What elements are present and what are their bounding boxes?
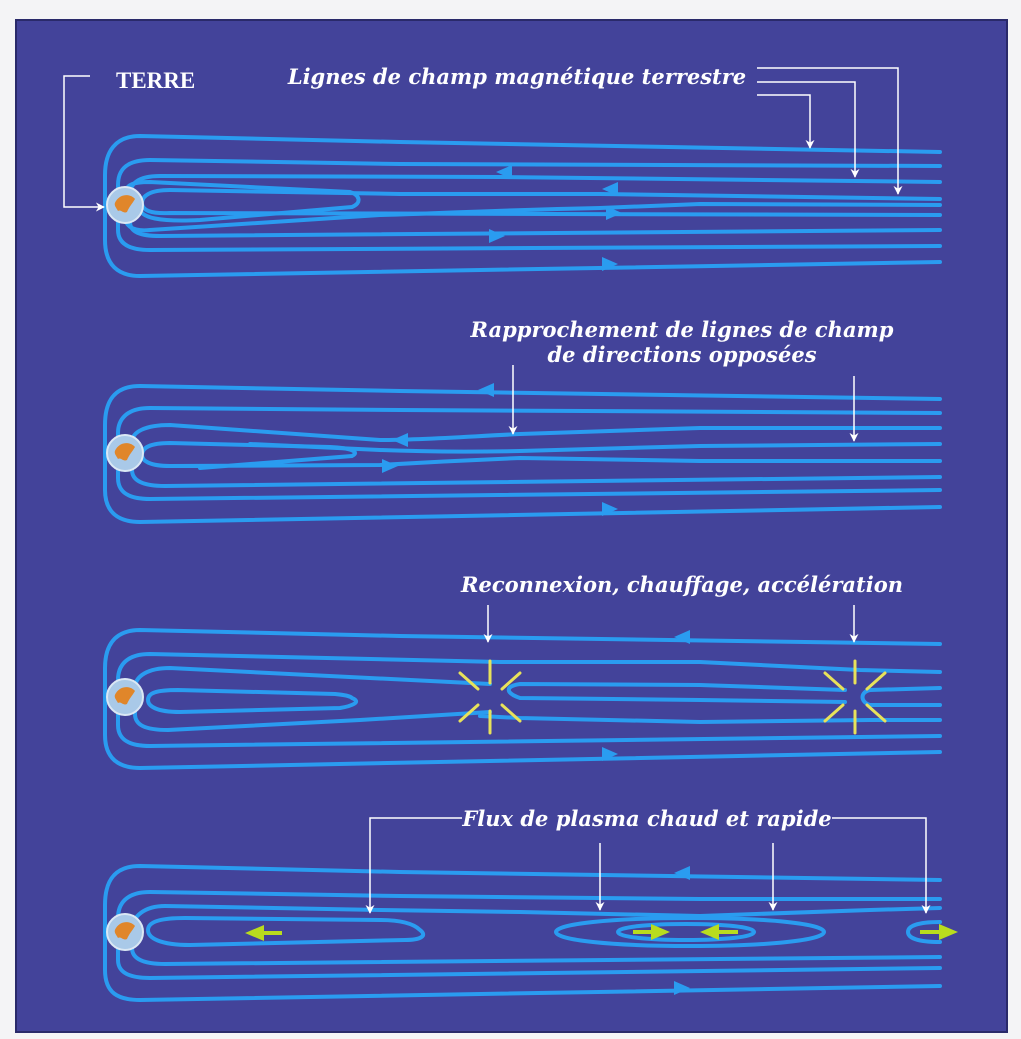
white-pointer-arrow-icon bbox=[365, 817, 462, 914]
field-line bbox=[103, 383, 942, 525]
white-pointer-arrow-icon bbox=[757, 94, 815, 149]
field-line bbox=[905, 920, 942, 944]
panel-1-pointers bbox=[63, 67, 903, 212]
field-direction-arrow-icon bbox=[602, 747, 618, 761]
field-line bbox=[145, 687, 359, 715]
field-line bbox=[553, 915, 826, 949]
panel-2-field-lines bbox=[103, 383, 942, 525]
field-direction-arrow-icon bbox=[489, 229, 505, 243]
field-direction-arrow-icon bbox=[496, 165, 512, 179]
panel-2-direction-arrows bbox=[382, 383, 618, 516]
field-line bbox=[123, 201, 942, 233]
field-direction-arrow-icon bbox=[602, 257, 618, 271]
field-line bbox=[860, 686, 942, 707]
panel-1-earth-field-lines: TERRE Lignes de champ magnétique terrest… bbox=[63, 64, 942, 279]
reconnection-star-icon bbox=[823, 659, 887, 735]
field-direction-arrow-icon bbox=[602, 502, 618, 516]
field-line bbox=[478, 714, 942, 725]
earth-globe-icon bbox=[106, 913, 144, 951]
field-line bbox=[116, 405, 942, 502]
field-direction-arrow-icon bbox=[674, 866, 690, 880]
field-line bbox=[116, 157, 942, 253]
field-direction-arrow-icon bbox=[602, 182, 618, 196]
field-direction-arrow-icon bbox=[478, 383, 494, 397]
field-direction-arrow-icon bbox=[392, 433, 408, 447]
earth-globe-icon bbox=[106, 186, 144, 224]
earth-label: TERRE bbox=[116, 68, 195, 93]
white-pointer-arrow-icon bbox=[757, 81, 860, 178]
white-pointer-arrow-icon bbox=[832, 817, 931, 914]
white-pointer-arrow-icon bbox=[757, 67, 903, 195]
panel-1-field-lines bbox=[103, 133, 942, 279]
field-line bbox=[130, 422, 942, 489]
field-line bbox=[103, 863, 942, 1003]
panel-1-direction-arrows bbox=[489, 165, 622, 271]
field-line bbox=[123, 179, 361, 223]
panel-3-title: Reconnexion, chauffage, accélération bbox=[460, 572, 903, 597]
white-pointer-arrow-icon bbox=[63, 75, 105, 212]
reconnection-star-icon bbox=[458, 659, 522, 735]
panel-2-pointers bbox=[508, 365, 859, 442]
panel-4-plasma-arrows bbox=[245, 924, 958, 941]
field-direction-arrow-icon bbox=[606, 206, 622, 220]
earth-globe-icon bbox=[106, 434, 144, 472]
field-line bbox=[248, 442, 942, 454]
panel-4-plasma-flow: Flux de plasma chaud et rapide bbox=[103, 806, 958, 1003]
panel-3-reconnection: Reconnexion, chauffage, accélération bbox=[103, 572, 942, 771]
field-line bbox=[145, 915, 426, 948]
panel-2-title-line-2: de directions opposées bbox=[547, 342, 816, 367]
field-line bbox=[615, 921, 756, 943]
field-line bbox=[103, 627, 942, 771]
field-direction-arrow-icon bbox=[674, 630, 690, 644]
panel-2-approaching-field-lines: Rapprochement de lignes de champ de dire… bbox=[103, 317, 942, 525]
plasma-flow-arrow-icon bbox=[700, 924, 738, 940]
panel-4-title: Flux de plasma chaud et rapide bbox=[461, 806, 831, 831]
panel-4-direction-arrows bbox=[674, 866, 690, 995]
field-line bbox=[133, 665, 492, 733]
panel-2-title-line-1: Rapprochement de lignes de champ bbox=[470, 317, 894, 342]
plasma-flow-arrow-icon bbox=[920, 924, 958, 940]
earth-globe-icon bbox=[106, 678, 144, 716]
field-direction-arrow-icon bbox=[674, 981, 690, 995]
panel-1-title: Lignes de champ magnétique terrestre bbox=[287, 64, 746, 89]
panel-4-pointers bbox=[365, 817, 931, 914]
field-line bbox=[103, 133, 942, 279]
field-direction-arrow-icon bbox=[382, 459, 398, 473]
plasma-flow-arrow-icon bbox=[633, 924, 670, 940]
field-line bbox=[506, 681, 847, 704]
plasma-flow-arrow-icon bbox=[245, 925, 282, 941]
panel-3-direction-arrows bbox=[602, 630, 690, 761]
panel-3-pointers bbox=[483, 605, 859, 643]
